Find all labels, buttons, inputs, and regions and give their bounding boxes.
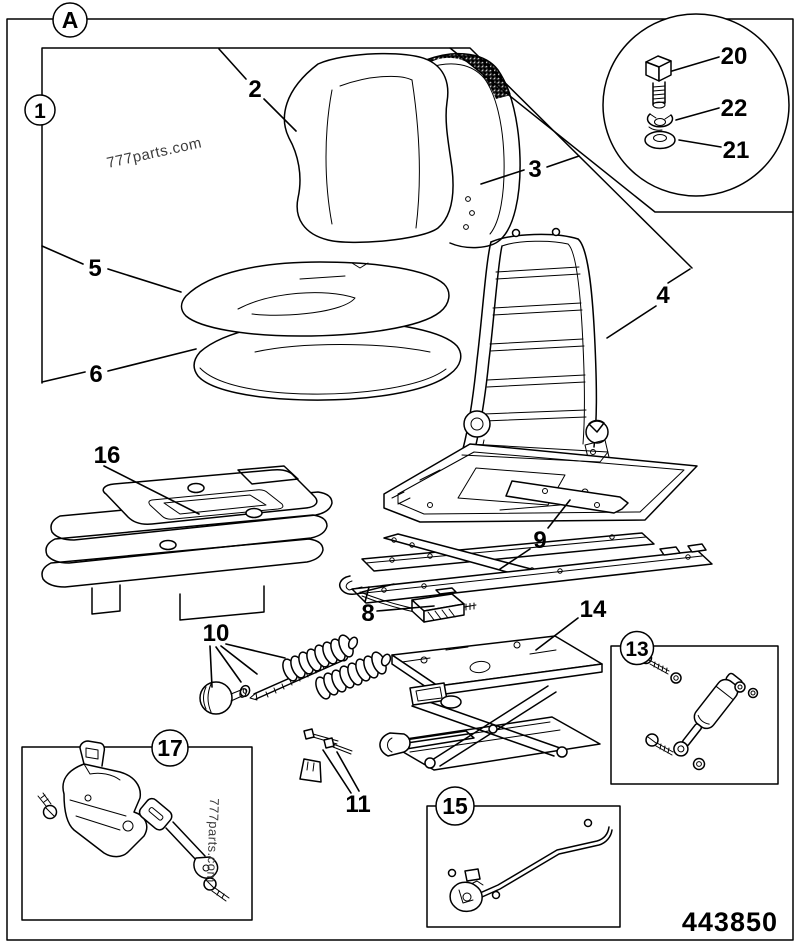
watermark: 777parts.com xyxy=(105,134,203,172)
sheet-border xyxy=(6,18,794,941)
callout-20: 20 xyxy=(721,43,748,70)
mounting-strip-drawing xyxy=(505,480,629,514)
lever-detail-box: 15 xyxy=(426,786,621,928)
view-marker: A xyxy=(52,2,88,38)
backrest-shell-drawing xyxy=(425,52,521,249)
tension-adjuster-drawing xyxy=(199,634,392,715)
assembly-marker: 1 xyxy=(24,94,56,126)
damper-drawing xyxy=(639,651,759,771)
slide-rails-drawing xyxy=(339,532,713,623)
callout-9: 9 xyxy=(533,527,546,554)
bellows-drawing xyxy=(41,465,333,621)
view-marker-label: A xyxy=(62,7,79,33)
assembly-marker-label: 1 xyxy=(34,100,46,123)
callout-6: 6 xyxy=(89,361,102,388)
watermark-text: 777parts.com xyxy=(105,134,203,172)
suspension-drawing xyxy=(379,635,603,771)
seatbelt-drawing xyxy=(37,740,230,902)
callout-5: 5 xyxy=(88,255,101,282)
sheet-part-number: 443850 xyxy=(682,907,778,937)
callout-labels: 2 3 4 5 6 8 9 10 11 14 16 xyxy=(41,48,691,818)
callout-14: 14 xyxy=(580,596,607,623)
callout-8: 8 xyxy=(361,600,374,627)
fastener-detail-view: 20 22 21 xyxy=(602,13,790,197)
lever-drawing xyxy=(447,818,613,913)
damper-detail-box: 13 xyxy=(610,630,779,785)
assembly-group-outline xyxy=(41,47,794,384)
backrest-cushion-drawing xyxy=(283,52,454,244)
upper-cushion-drawing xyxy=(180,261,450,337)
callout-4: 4 xyxy=(656,282,670,309)
callout-22: 22 xyxy=(721,95,748,122)
callout-16: 16 xyxy=(94,442,121,469)
callout-21: 21 xyxy=(723,137,750,164)
callout-2: 2 xyxy=(248,76,261,103)
seatbelt-detail-box: 777parts.com 17 xyxy=(21,729,253,921)
detail-marker-17: 17 xyxy=(157,735,183,761)
detail-marker-15: 15 xyxy=(442,793,468,819)
retaining-pins-drawing xyxy=(299,728,353,783)
callout-3: 3 xyxy=(528,156,541,183)
flat-washer-drawing xyxy=(644,130,676,150)
detail-marker-13: 13 xyxy=(625,638,648,661)
watermark-side-text: 777parts.com xyxy=(204,798,222,883)
bolt-drawing xyxy=(645,55,672,109)
callout-10: 10 xyxy=(203,620,230,647)
spring-washer-drawing xyxy=(646,113,674,131)
callout-11: 11 xyxy=(345,791,370,818)
lower-cushion-drawing xyxy=(193,320,462,401)
